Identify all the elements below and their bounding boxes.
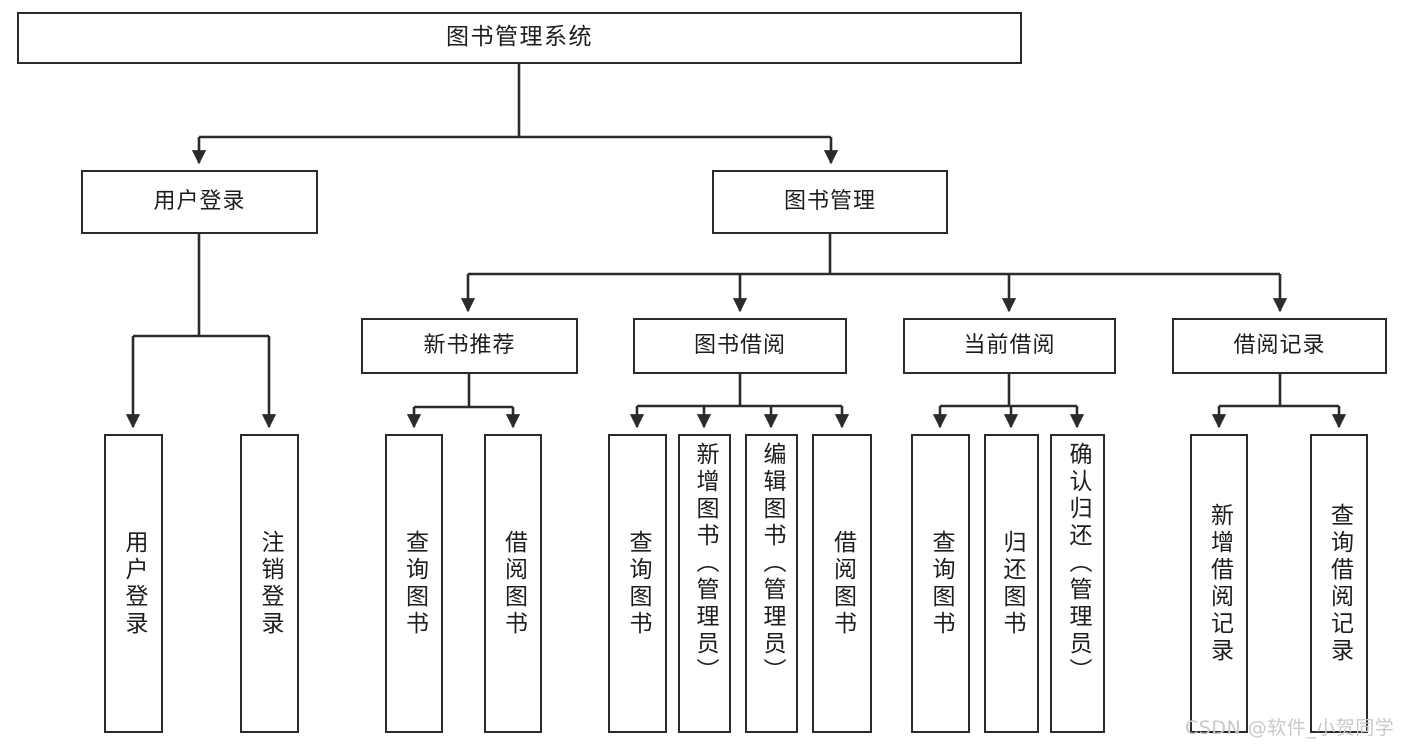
leaf-edit-book-admin[interactable]: 编辑图书（管理员） — [745, 434, 798, 733]
leaf-lend-book[interactable]: 借阅图书 — [812, 434, 872, 733]
leaf-user-login-label: 用户登录 — [121, 529, 147, 638]
leaf-query-book-newbook-label: 查询图书 — [401, 529, 428, 638]
leaf-query-borrow-record-label: 查询借阅记录 — [1326, 502, 1353, 665]
leaf-add-borrow-record-label: 新增借阅记录 — [1206, 502, 1233, 665]
node-borrow-records[interactable]: 借阅记录 — [1172, 318, 1387, 374]
leaf-query-book-newbook[interactable]: 查询图书 — [385, 434, 443, 733]
node-book-management-label: 图书管理 — [783, 189, 876, 215]
leaf-add-book-admin[interactable]: 新增图书（管理员） — [678, 434, 731, 733]
leaf-borrow-book-newbook[interactable]: 借阅图书 — [484, 434, 542, 733]
node-book-borrow[interactable]: 图书借阅 — [633, 318, 847, 374]
leaf-query-book-borrow[interactable]: 查询图书 — [608, 434, 667, 733]
node-book-borrow-label: 图书借阅 — [693, 333, 786, 359]
leaf-borrow-book-newbook-label: 借阅图书 — [500, 529, 527, 638]
leaf-query-book-current-label: 查询图书 — [928, 529, 954, 638]
node-root[interactable]: 图书管理系统 — [17, 12, 1022, 64]
node-current-borrow[interactable]: 当前借阅 — [903, 318, 1116, 374]
leaf-add-book-admin-label: 新增图书（管理员） — [692, 442, 718, 685]
leaf-add-borrow-record[interactable]: 新增借阅记录 — [1190, 434, 1248, 733]
leaf-lend-book-label: 借阅图书 — [829, 529, 856, 638]
leaf-confirm-return-admin-label: 确认归还（管理员） — [1065, 442, 1091, 685]
node-book-management[interactable]: 图书管理 — [712, 170, 948, 234]
leaf-user-login[interactable]: 用户登录 — [104, 434, 163, 733]
node-user-login[interactable]: 用户登录 — [81, 170, 318, 234]
leaf-return-book-label: 归还图书 — [999, 529, 1025, 638]
leaf-query-book-current[interactable]: 查询图书 — [911, 434, 970, 733]
leaf-return-book[interactable]: 归还图书 — [984, 434, 1039, 733]
leaf-user-logout[interactable]: 注销登录 — [240, 434, 299, 733]
leaf-query-borrow-record[interactable]: 查询借阅记录 — [1310, 434, 1368, 733]
node-new-book-recommend-label: 新书推荐 — [423, 333, 516, 359]
node-new-book-recommend[interactable]: 新书推荐 — [361, 318, 578, 374]
leaf-query-book-borrow-label: 查询图书 — [625, 529, 651, 638]
node-current-borrow-label: 当前借阅 — [963, 333, 1056, 359]
node-user-login-label: 用户登录 — [153, 189, 246, 215]
node-root-label: 图书管理系统 — [446, 24, 593, 51]
leaf-user-logout-label: 注销登录 — [257, 529, 283, 638]
leaf-confirm-return-admin[interactable]: 确认归还（管理员） — [1050, 434, 1105, 733]
leaf-edit-book-admin-label: 编辑图书（管理员） — [759, 442, 785, 685]
node-borrow-records-label: 借阅记录 — [1233, 333, 1326, 359]
